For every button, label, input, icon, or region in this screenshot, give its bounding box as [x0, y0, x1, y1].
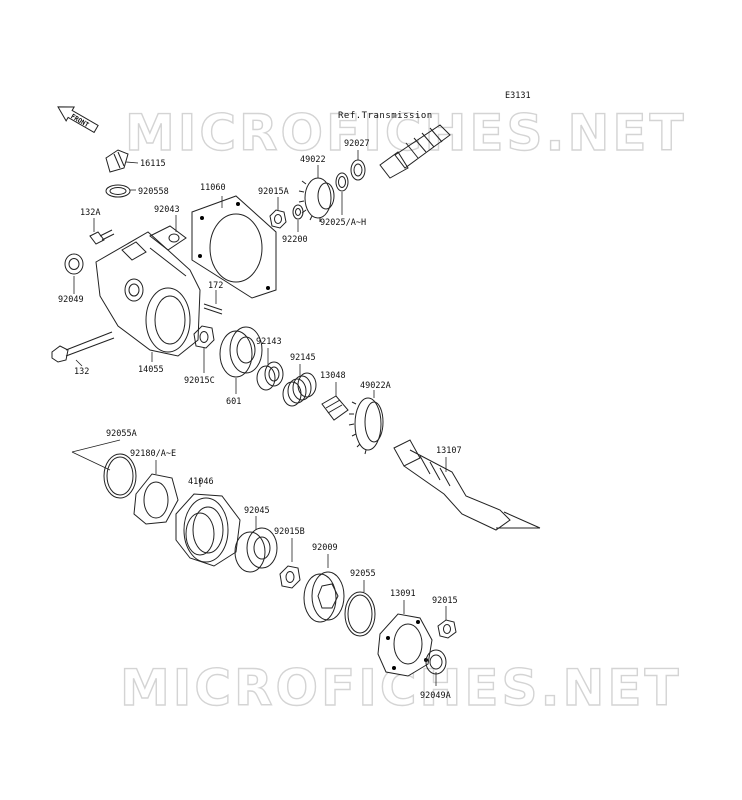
- nut-92015C: [193, 325, 215, 349]
- label-92145: 92145: [290, 353, 316, 363]
- label-13091: 13091: [390, 589, 416, 599]
- front-arrow-icon: FRONT: [57, 106, 99, 134]
- label-92180: 92180/A~E: [130, 449, 176, 459]
- label-132: 132: [74, 367, 89, 377]
- label-92143: 92143: [256, 337, 282, 347]
- shim-92025: [335, 172, 349, 192]
- oil-seal-92049: [64, 253, 84, 275]
- spring-92145: [282, 372, 317, 407]
- label-92015A: 92015A: [258, 187, 289, 197]
- transmission-shaft-ref: [379, 124, 451, 179]
- label-132A: 132A: [80, 208, 100, 218]
- stud-172: [203, 303, 223, 315]
- o-ring-920558: [105, 184, 131, 198]
- coupler-92009: [303, 571, 345, 623]
- label-49022A: 49022A: [360, 381, 391, 391]
- o-ring-92055: [344, 591, 376, 637]
- nut-92015B: [279, 565, 301, 589]
- pin-92043: [168, 233, 180, 243]
- label-920558: 920558: [138, 187, 169, 197]
- gasket-11060: [191, 195, 277, 299]
- diagram-code: E3131: [505, 91, 531, 101]
- label-92027: 92027: [344, 139, 370, 149]
- bearing-92045: [234, 527, 278, 573]
- bearing-601: [219, 326, 263, 378]
- nut-92015: [437, 619, 457, 639]
- label-92043: 92043: [154, 205, 180, 215]
- label-92009: 92009: [312, 543, 338, 553]
- label-92015B: 92015B: [274, 527, 305, 537]
- bolt-132: [51, 331, 115, 363]
- output-shaft-13107: [393, 439, 541, 531]
- ref-transmission-note: Ref.Transmission: [338, 111, 433, 121]
- label-92015: 92015: [432, 596, 458, 606]
- label-13048: 13048: [320, 371, 346, 381]
- label-41046: 41046: [188, 477, 214, 487]
- label-92055: 92055: [350, 569, 376, 579]
- cover-13091: [377, 613, 433, 677]
- label-13107: 13107: [436, 446, 462, 456]
- label-92049: 92049: [58, 295, 84, 305]
- gasket-92180: [133, 473, 179, 525]
- o-ring-92055A: [103, 453, 137, 499]
- label-92200: 92200: [282, 235, 308, 245]
- collar-92143: [256, 361, 284, 391]
- bevel-gear-49022A: [348, 397, 384, 455]
- washer-92027: [350, 159, 366, 181]
- label-14055: 14055: [138, 365, 164, 375]
- leader-lines: [71, 150, 447, 686]
- oil-seal-92049A: [425, 649, 447, 675]
- gear-case-41046: [175, 493, 241, 567]
- label-92049A: 92049A: [420, 691, 451, 701]
- watermark-top: MICROFICHES.NET: [125, 104, 687, 162]
- label-92055A: 92055A: [106, 429, 137, 439]
- breather-cap-16115: [105, 149, 129, 173]
- label-601: 601: [226, 397, 241, 407]
- label-11060: 11060: [200, 183, 226, 193]
- label-92015C: 92015C: [184, 376, 215, 386]
- coupling-13048: [321, 395, 349, 421]
- label-49022: 49022: [300, 155, 326, 165]
- bolt-132A: [89, 229, 115, 245]
- label-16115: 16115: [140, 159, 166, 169]
- label-92025: 92025/A~H: [320, 218, 366, 228]
- bevel-gear-49022: [298, 177, 335, 222]
- nut-92015A: [269, 209, 287, 229]
- label-92045: 92045: [244, 506, 270, 516]
- washer-92200: [292, 204, 304, 220]
- label-172: 172: [208, 281, 223, 291]
- housing-14055: [95, 225, 201, 357]
